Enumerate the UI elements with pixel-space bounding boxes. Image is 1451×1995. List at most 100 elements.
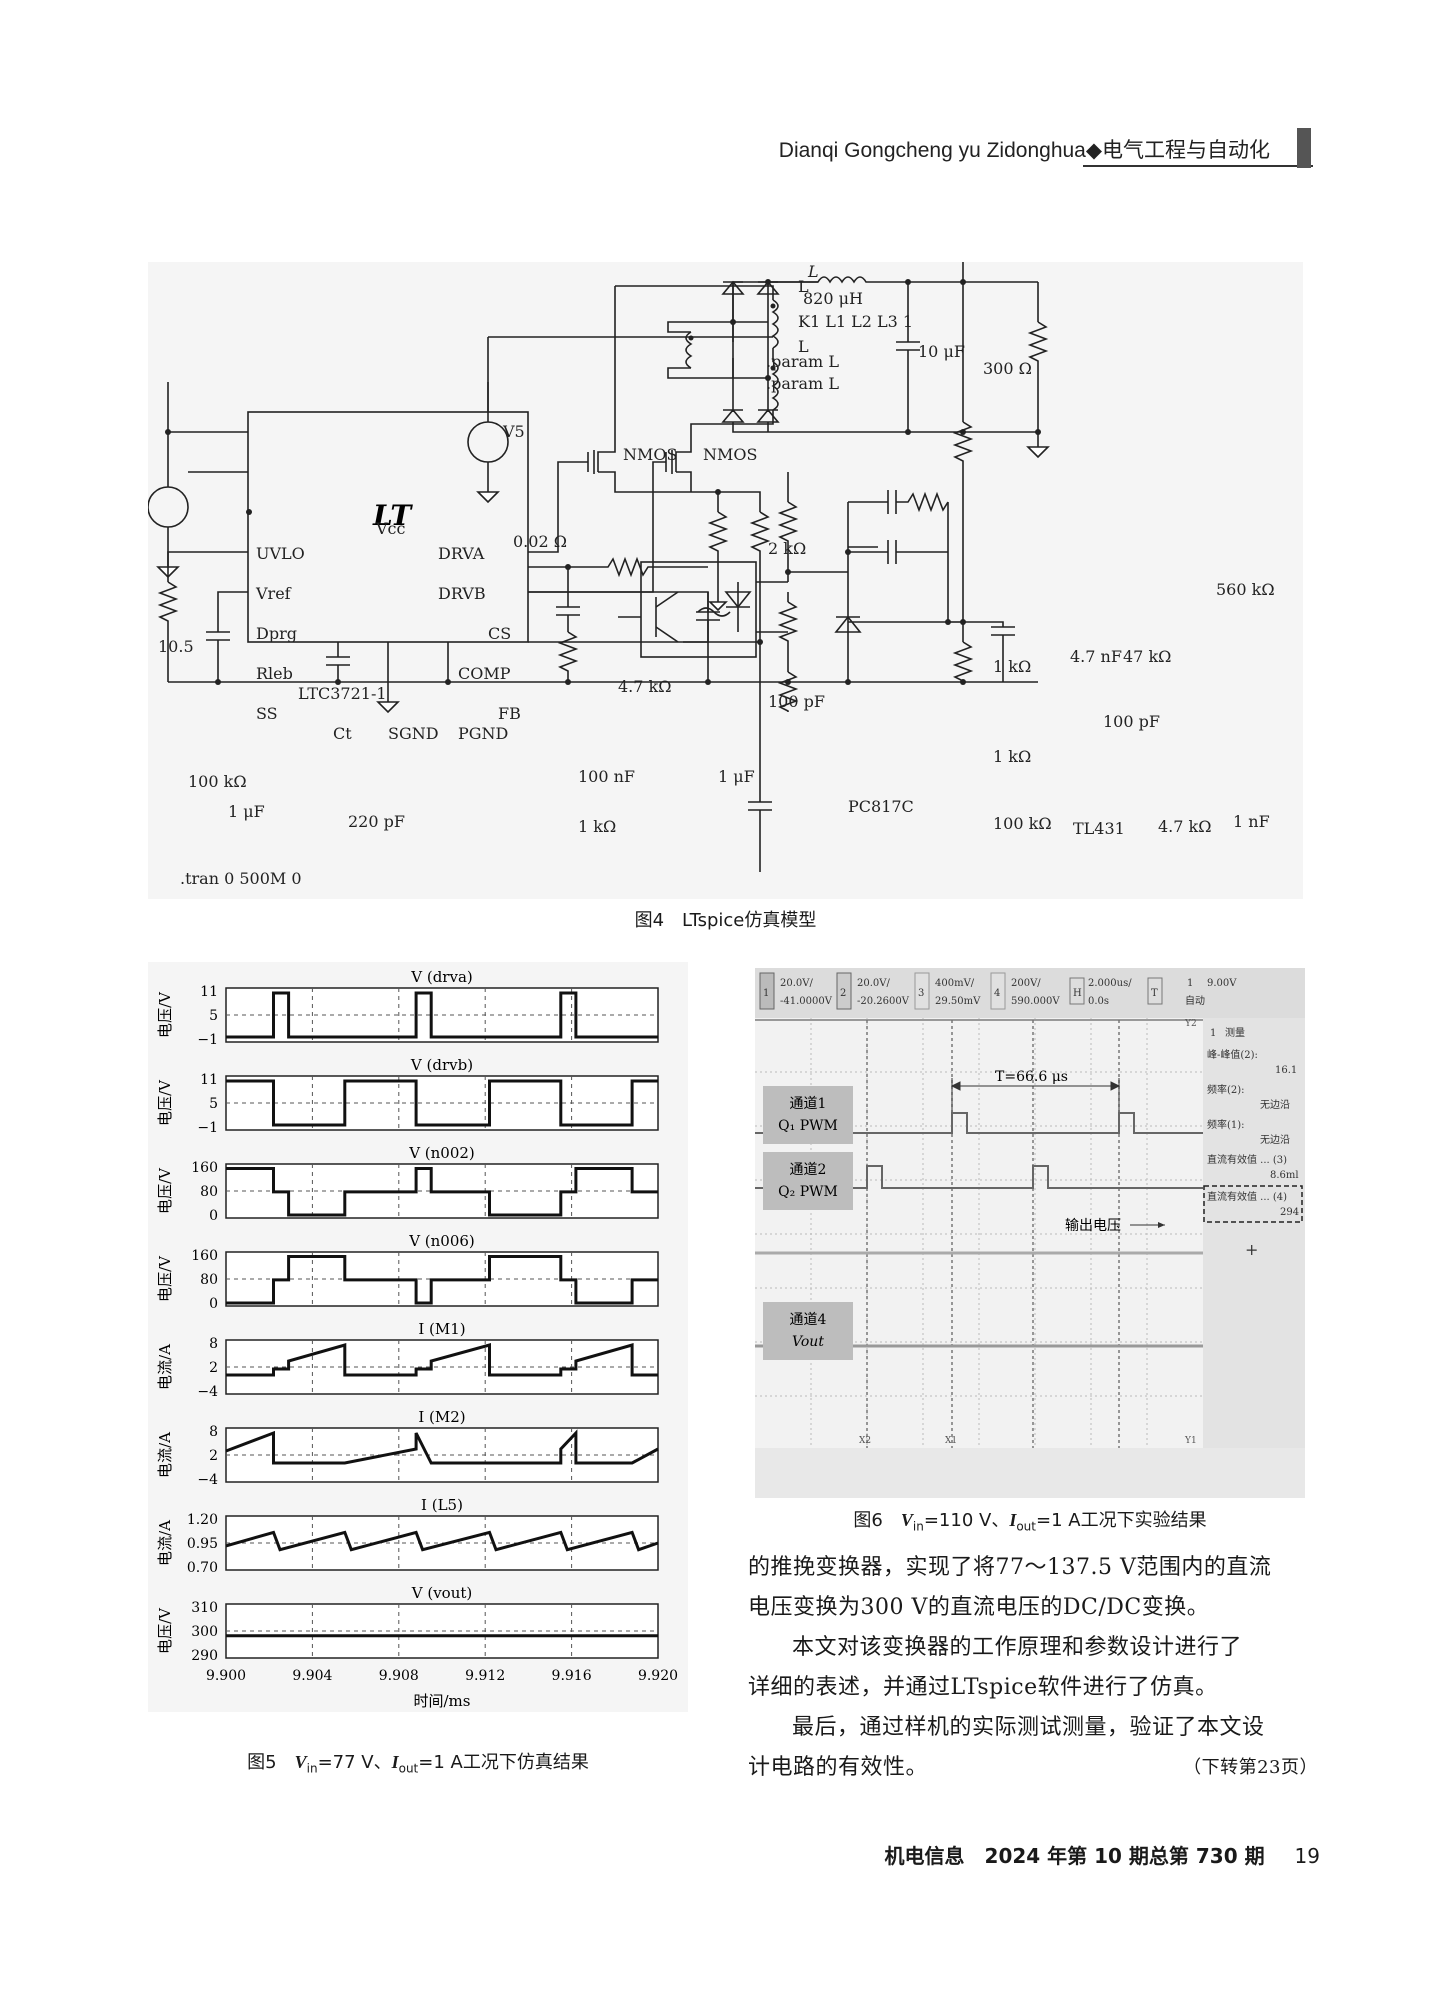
svg-text:8.6ml: 8.6ml [1270,1170,1299,1181]
svg-text:4: 4 [994,988,1000,999]
svg-text:590.000V: 590.000V [1011,996,1060,1007]
svg-text:Y2: Y2 [1184,1019,1197,1029]
svg-text:1 nF: 1 nF [1233,812,1270,831]
x-tick-label: 9.900 [206,1668,246,1684]
svg-text:Vout: Vout [792,1334,824,1350]
svg-text:通道1: 通道1 [790,1096,827,1112]
svg-text:9.00V: 9.00V [1207,978,1237,989]
svg-text:K1 L1 L2 L3 1: K1 L1 L2 L3 1 [798,312,913,331]
svg-text:NMOS: NMOS [623,445,677,464]
svg-text:自动: 自动 [1185,994,1205,1007]
plot-title: V (vout) [411,1584,473,1602]
y-tick-label: 8 [209,1336,218,1352]
fig6-caption: 图6 Vin=110 V、Iout=1 A工况下实验结果 [853,1510,1207,1534]
y-tick-label: 2 [209,1360,218,1376]
y-tick-label: 5 [209,1008,218,1024]
y-axis-label: 电压/V [156,1167,174,1214]
svg-text:输出电压: 输出电压 [1065,1218,1121,1234]
svg-text:100 kΩ: 100 kΩ [188,772,247,791]
svg-text:直流有效值 ... (4): 直流有效值 ... (4) [1207,1190,1287,1203]
y-tick-label: 160 [191,1160,218,1176]
y-tick-label: −4 [197,1472,218,1488]
y-axis-label: 电压/V [156,991,174,1038]
x-tick-label: 9.916 [552,1668,592,1684]
y-tick-label: 11 [200,984,218,1000]
svg-text:TL431: TL431 [1073,819,1125,838]
plot-panel: I (M1)82−4电流/A [156,1320,659,1400]
para-1-line-1: 的推挽变换器，实现了将77～137.5 V范围内的直流 [748,1555,1272,1580]
svg-text:L: L [798,277,809,296]
plot-title: I (M2) [418,1408,465,1426]
svg-text:10.5: 10.5 [158,637,194,656]
svg-text:通道2: 通道2 [790,1162,827,1178]
header-text: Dianqi Gongcheng yu Zidonghua◆电气工程与自动化 [778,139,1270,162]
series-line [225,1429,659,1465]
svg-text:测量: 测量 [1225,1026,1245,1039]
svg-text:NMOS: NMOS [703,445,757,464]
svg-text:1: 1 [1187,978,1193,989]
svg-text:无边沿: 无边沿 [1260,1099,1290,1111]
plot-title: V (n002) [408,1144,475,1162]
y-tick-label: 80 [200,1184,218,1200]
svg-text:1 kΩ: 1 kΩ [993,657,1031,676]
page-footer: 机电信息 2024 年第 10 期总第 730 期 19 [880,1840,1320,1869]
y-axis-label: 电压/V [156,1079,174,1126]
plot-panel: I (M2)82−4电流/A [156,1408,659,1488]
series-line [226,1255,658,1305]
svg-text:29.50mV: 29.50mV [935,996,981,1007]
header-rule [1083,165,1313,167]
plot-title: V (drvb) [410,1056,473,1074]
svg-text:300 Ω: 300 Ω [983,359,1032,378]
svg-text:100 nF: 100 nF [578,767,635,786]
lt-logo: LT [372,499,413,532]
y-tick-label: 80 [200,1272,218,1288]
y-tick-label: 8 [209,1424,218,1440]
svg-text:-41.0000V: -41.0000V [780,996,833,1007]
body-text: 的推挽变换器，实现了将77～137.5 V范围内的直流 电压变换为300 V的直… [748,1548,1318,1788]
svg-text:1: 1 [1210,1028,1216,1039]
series-line [225,1530,659,1552]
plot-title: I (L5) [421,1496,463,1514]
svg-text:-20.2600V: -20.2600V [857,996,910,1007]
svg-text:.param L: .param L [766,352,839,371]
svg-text:1 kΩ: 1 kΩ [993,747,1031,766]
y-axis-label: 电流/A [156,1520,174,1566]
svg-text:DRVA: DRVA [438,544,485,563]
plot-title: I (M1) [418,1320,465,1338]
svg-text:+: + [1245,1240,1258,1259]
y-tick-label: 0 [209,1296,218,1312]
series-line [226,991,658,1039]
para-3-line-2: 计电路的有效性。 （下转第23页） [748,1748,1318,1788]
continued-note: （下转第23页） [1183,1757,1318,1778]
svg-text:100 kΩ: 100 kΩ [993,814,1052,833]
x-tick-label: 9.920 [638,1668,678,1684]
svg-text:47 kΩ: 47 kΩ [1123,647,1171,666]
y-axis-label: 电压/V [156,1255,174,1302]
para-2-line-2: 详细的表述，并通过LTspice软件进行了仿真。 [748,1675,1218,1700]
svg-text:CS: CS [488,624,511,643]
svg-text:220 pF: 220 pF [348,812,405,831]
svg-text:LTC3721-1: LTC3721-1 [298,684,387,703]
svg-text:L: L [807,262,819,281]
y-tick-label: 160 [191,1248,218,1264]
para-3-line-1: 最后，通过样机的实际测试测量，验证了本文设 [792,1715,1265,1740]
series-line [226,1167,658,1217]
svg-text:0.02 Ω: 0.02 Ω [513,532,567,551]
svg-text:SGND: SGND [388,724,439,743]
fig6-scope: 1 20.0V/ -41.0000V 2 20.0V/ -20.2600V 3 … [755,968,1305,1498]
series-line [226,1079,658,1127]
svg-text:.tran 0 500M 0: .tran 0 500M 0 [180,869,302,888]
svg-text:H: H [1073,988,1082,999]
svg-text:V5: V5 [502,422,525,441]
svg-text:2 kΩ: 2 kΩ [768,539,806,558]
svg-text:16.1: 16.1 [1275,1065,1297,1076]
svg-text:T: T [1151,988,1158,999]
svg-text:X2: X2 [859,1436,871,1446]
svg-text:2.000us/: 2.000us/ [1088,978,1132,989]
header-bar [1297,128,1311,168]
y-tick-label: −1 [197,1032,218,1048]
svg-text:频率(2):: 频率(2): [1207,1083,1245,1096]
